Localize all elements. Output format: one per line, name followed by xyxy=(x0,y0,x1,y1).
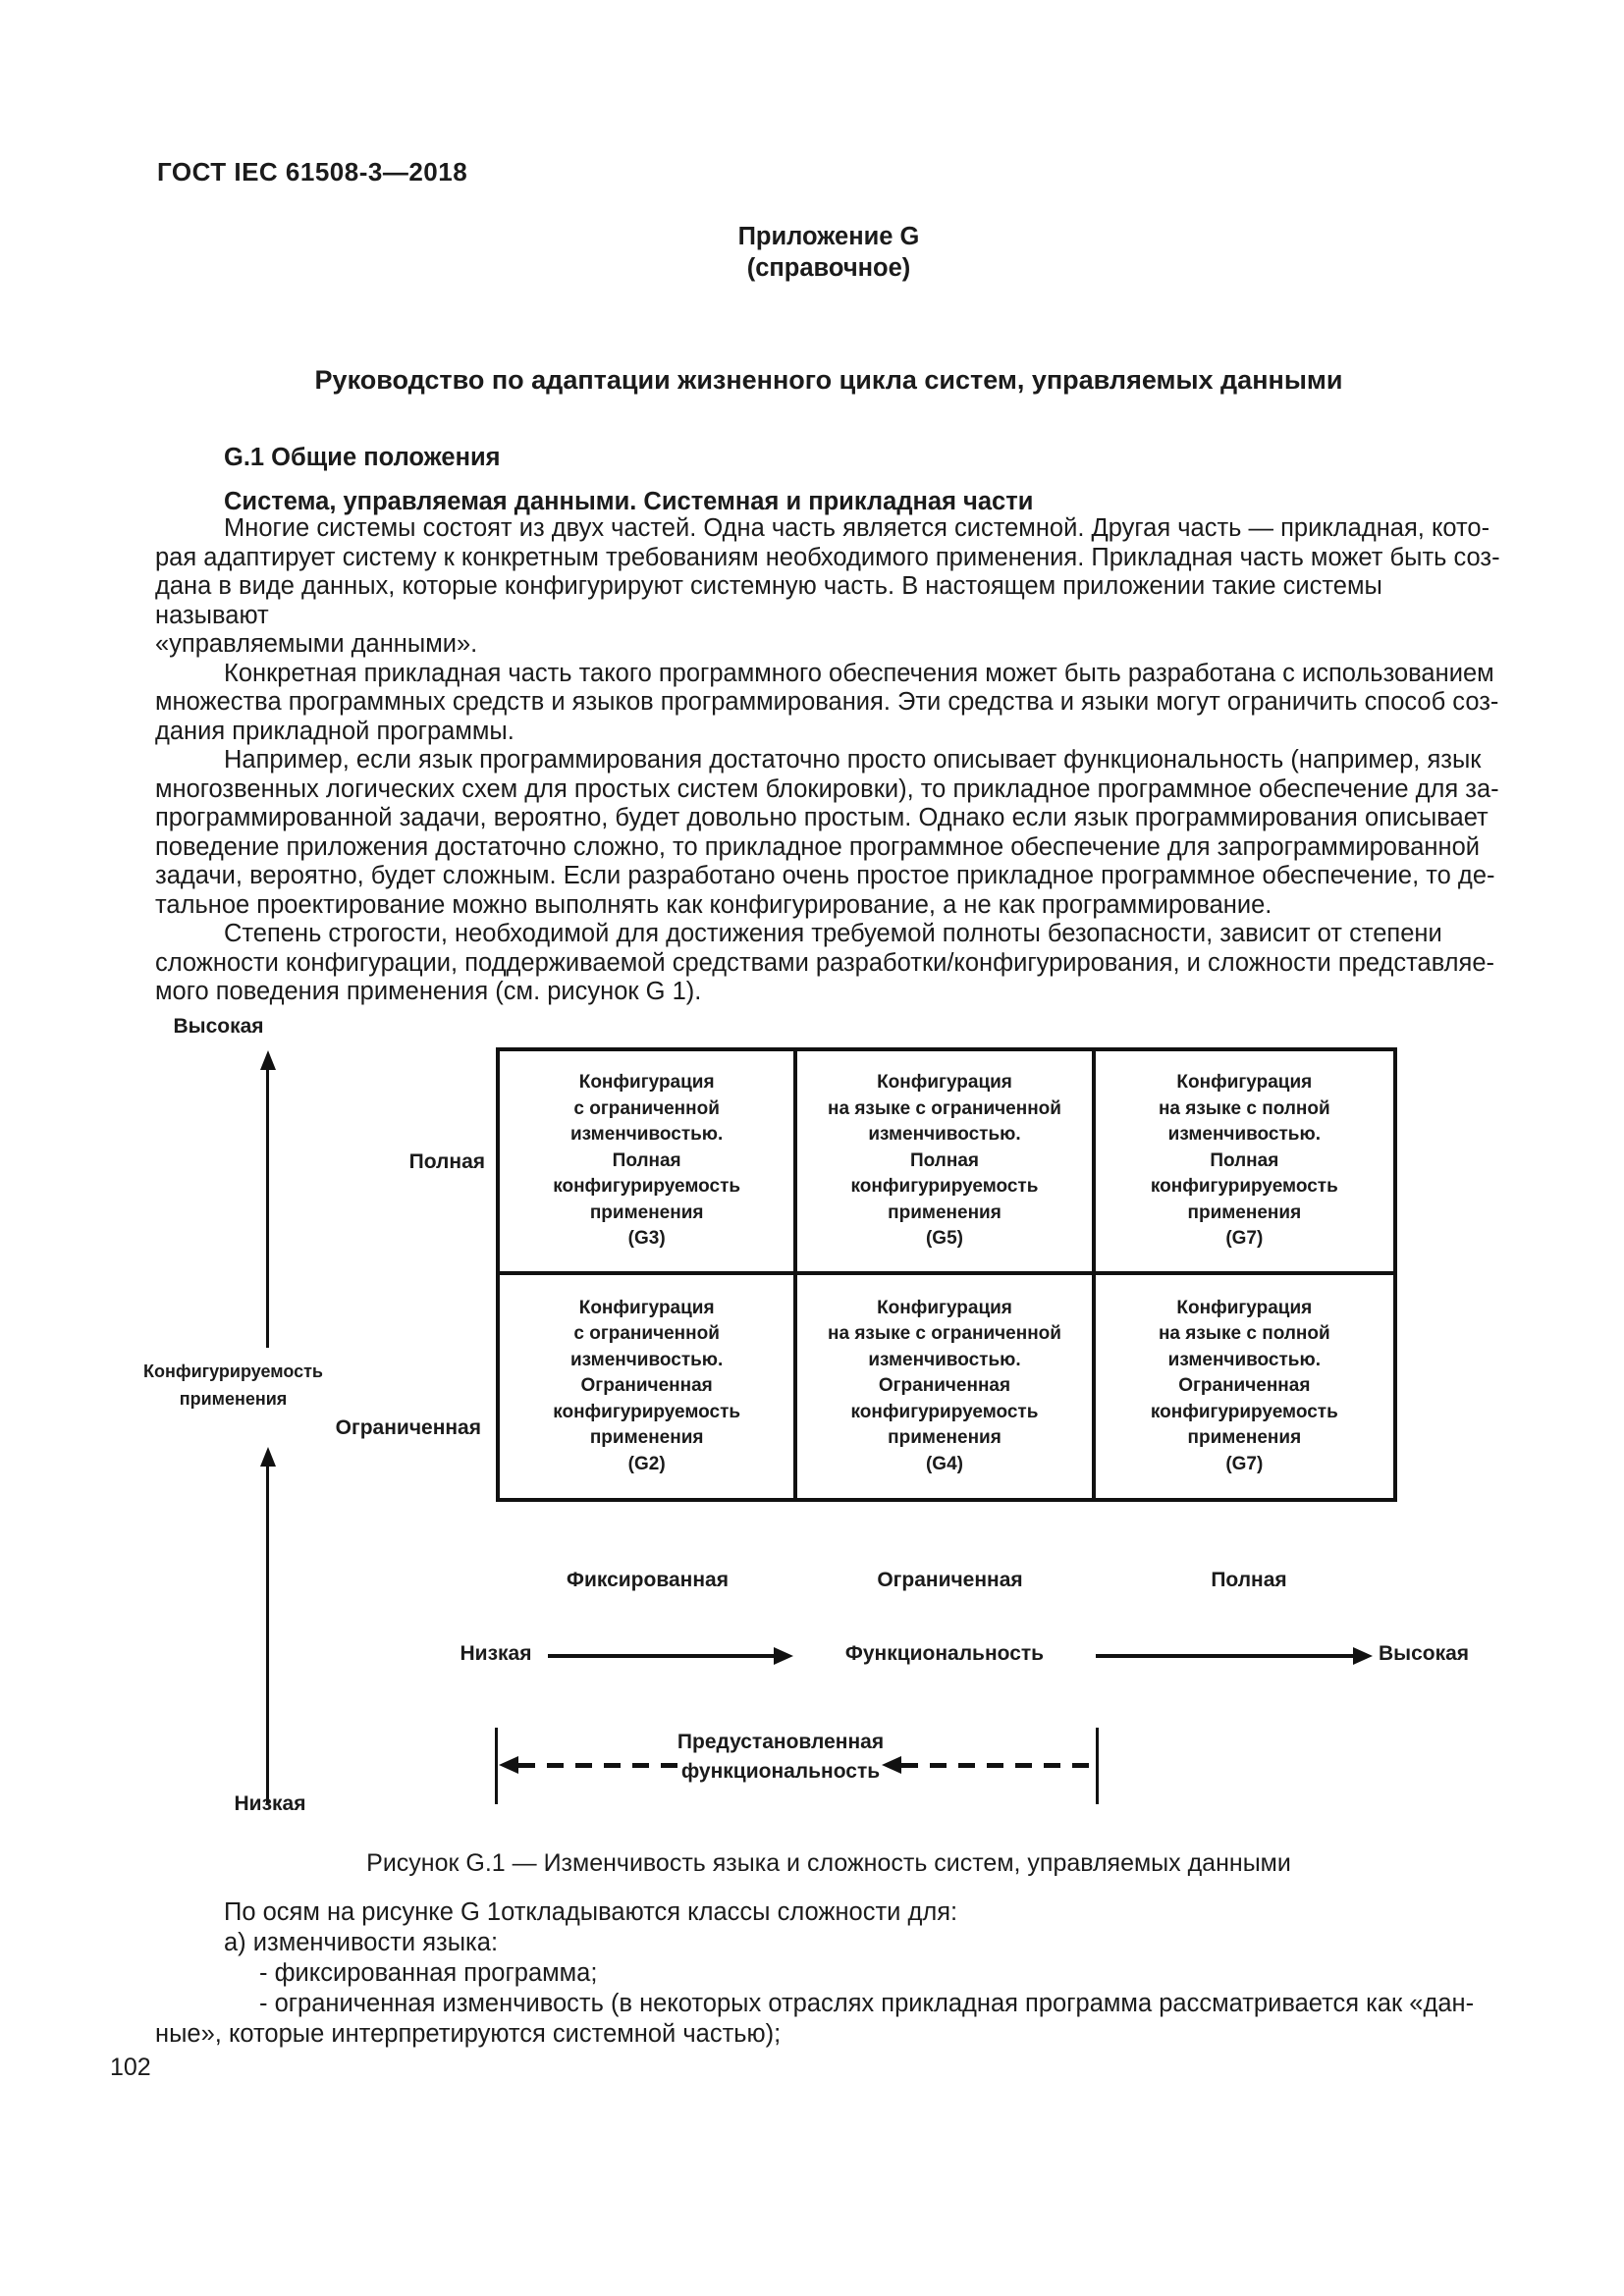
x-axis-left-arrow xyxy=(548,1647,793,1665)
arrow-left-icon xyxy=(499,1756,518,1774)
paragraph-1: Многие системы состоят из двух частей. О… xyxy=(155,514,1500,658)
x-axis-right-arrow xyxy=(1096,1647,1373,1665)
preset-right-dashed-arrow xyxy=(882,1756,1096,1774)
arrow-right-icon xyxy=(774,1647,793,1665)
figure-y-axis-low-label: Низкая xyxy=(234,1792,306,1815)
paragraph-3: Например, если язык программирования дос… xyxy=(155,746,1499,919)
body-text: Многие системы состоят из двух частей. О… xyxy=(155,514,1502,1007)
list-item-a: а) изменчивости языка: xyxy=(224,1929,499,1956)
paragraph-4: Степень строгости, необходимой для дости… xyxy=(155,920,1495,1005)
figure-col-label-fixed: Фиксированная xyxy=(567,1569,729,1591)
paragraph-2: Конкретная прикладная часть такого прогр… xyxy=(155,659,1499,745)
after-figure-text: По осям на рисунке G 1откладываются клас… xyxy=(155,1897,1502,2050)
arrow-left-icon xyxy=(882,1756,901,1774)
section-heading: G.1 Общие положения xyxy=(224,444,501,471)
y-axis-upper-arrow xyxy=(259,1050,276,1348)
annex-title: Приложение G (справочное) xyxy=(737,223,920,282)
figure-x-axis-low-label: Низкая xyxy=(460,1642,532,1665)
grid-cell-g7-bottom: Конфигурация на языке с полной изменчиво… xyxy=(1150,1297,1338,1474)
list-item-dash-1: - фиксированная программа; xyxy=(259,1959,598,1987)
figure-y-axis-title: Конфигурируемость применения xyxy=(142,1362,324,1409)
page-header-standard-number: ГОСТ IEC 61508-3—2018 xyxy=(157,157,468,187)
arrow-up-icon xyxy=(259,1447,276,1467)
preset-left-dashed-arrow xyxy=(499,1756,677,1774)
preset-right-tick xyxy=(1096,1728,1099,1804)
figure-grid: Конфигурация с ограниченной изменчивость… xyxy=(496,1047,1397,1502)
section-subheading: Система, управляемая данными. Системная … xyxy=(224,488,1034,515)
preset-functionality-label: Предустановленная функциональность xyxy=(677,1731,885,1783)
page-number: 102 xyxy=(110,2054,151,2081)
preset-left-tick xyxy=(495,1728,498,1804)
arrow-right-icon xyxy=(1353,1647,1373,1665)
figure-col-label-limited: Ограниченная xyxy=(877,1569,1023,1591)
arrow-up-icon xyxy=(259,1050,276,1070)
axes-intro-line: По осям на рисунке G 1откладываются клас… xyxy=(224,1898,958,1926)
list-item-dash-2: - ограниченная изменчивость (в некоторых… xyxy=(155,1990,1475,2048)
grid-cell-g7-top: Конфигурация на языке с полной изменчиво… xyxy=(1095,1051,1393,1275)
page-title: Руководство по адаптации жизненного цикл… xyxy=(314,365,1343,395)
figure-x-axis-title: Функциональность xyxy=(844,1642,1045,1665)
figure-row-label-full: Полная xyxy=(408,1150,485,1173)
grid-cell-g4: Конфигурация на языке с ограниченной изм… xyxy=(797,1274,1096,1498)
grid-cell-g2: Конфигурация с ограниченной изменчивость… xyxy=(500,1274,798,1498)
grid-cell-g3: Конфигурация с ограниченной изменчивость… xyxy=(500,1051,798,1275)
figure-col-label-full: Полная xyxy=(1211,1569,1287,1591)
figure-x-axis-high-label: Высокая xyxy=(1379,1642,1470,1665)
figure-y-axis-high-label: Высокая xyxy=(173,1015,264,1038)
y-axis-lower-arrow xyxy=(259,1447,276,1804)
figure-row-label-limited: Ограниченная xyxy=(335,1416,481,1439)
figure-caption: Рисунок G.1 — Изменчивость языка и сложн… xyxy=(366,1849,1291,1877)
grid-cell-g5: Конфигурация на языке с ограниченной изм… xyxy=(797,1051,1096,1275)
